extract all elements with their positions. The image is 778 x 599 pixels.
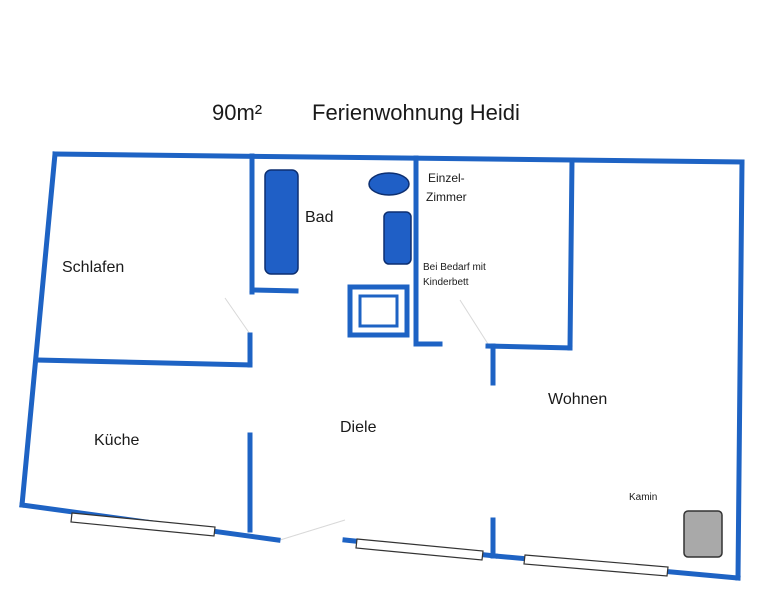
note-bedarf-2: Kinderbett — [423, 277, 469, 288]
room-label-diele: Diele — [340, 419, 377, 436]
washbasin-icon — [368, 172, 410, 196]
windows — [70, 512, 669, 577]
window-kitchen — [70, 512, 216, 537]
room-label-schlafen: Schlafen — [62, 259, 124, 276]
exterior-walls — [19, 151, 745, 581]
fireplace-icon — [683, 510, 723, 558]
door-swings — [224, 297, 489, 541]
toilet-icon — [383, 211, 412, 265]
room-label-wohnen: Wohnen — [548, 391, 607, 408]
bathtub-icon — [264, 169, 299, 275]
note-bedarf-1: Bei Bedarf mit — [423, 262, 486, 273]
room-label-kamin: Kamin — [629, 492, 657, 503]
room-label-einzel-1: Einzel- — [428, 171, 465, 185]
bathroom-fixtures — [264, 169, 412, 338]
room-label-einzel-2: Zimmer — [426, 190, 467, 204]
room-label-bad: Bad — [305, 209, 333, 226]
area-label: 90m² — [212, 100, 262, 125]
interior-walls — [35, 153, 575, 559]
room-label-kueche: Küche — [94, 432, 139, 449]
shower-inner-icon — [358, 294, 399, 328]
plan-title: Ferienwohnung Heidi — [312, 100, 520, 125]
window-diele — [355, 538, 484, 561]
window-wohnen — [523, 554, 669, 577]
